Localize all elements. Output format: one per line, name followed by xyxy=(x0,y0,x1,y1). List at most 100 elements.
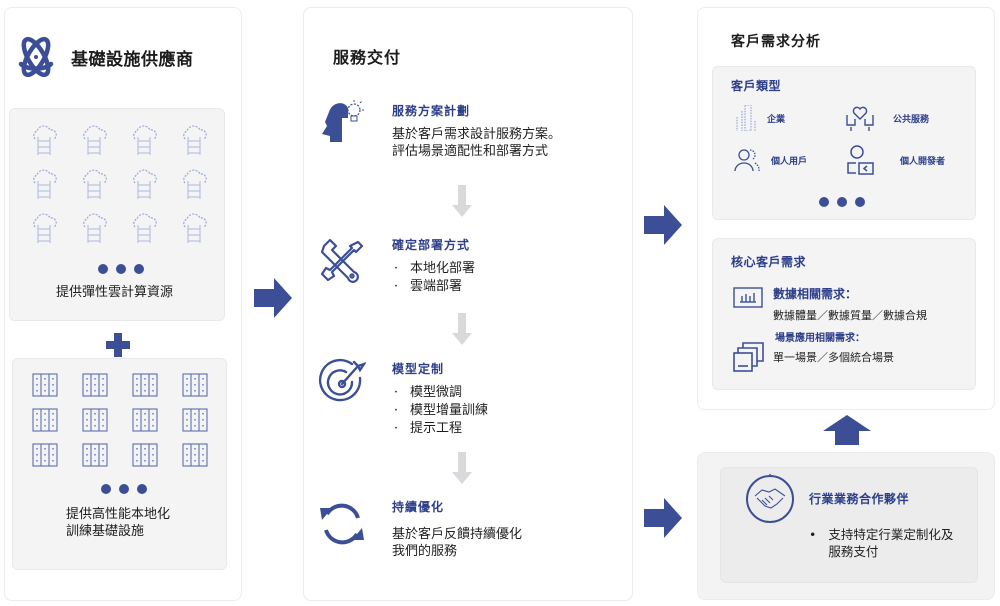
dot xyxy=(119,484,129,494)
core-needs-box: 核心客戶需求 數據相關需求： 數據體量／數據質量／數據合規 場景應用相關需求： … xyxy=(712,238,976,390)
dot xyxy=(134,264,144,274)
hands-heart-icon xyxy=(846,106,874,131)
grid-icon-cell xyxy=(31,373,59,397)
cloud-caption: 提供彈性雲計算資源 xyxy=(56,285,174,300)
arrow-right-icon xyxy=(254,278,292,318)
grid-icon-cell xyxy=(180,125,208,157)
cloud-server-icon xyxy=(183,169,207,199)
partner-body-text: 支持特定行業定制化及 服務支付 xyxy=(828,526,953,560)
users-icon xyxy=(734,149,760,172)
grid-icon-cell xyxy=(81,373,109,397)
step-body: 基於客戶反饋持續優化 我們的服務 xyxy=(392,526,522,560)
server-rack-icon xyxy=(82,373,108,397)
cloud-server-icon xyxy=(133,125,157,155)
developer-icon xyxy=(847,145,874,175)
grid-icon-cell xyxy=(130,213,158,245)
stacked-windows-icon xyxy=(733,342,764,372)
step-line: 評估場景適配性和部署方式 xyxy=(392,144,549,159)
dot xyxy=(98,264,108,274)
grid-icon-cell xyxy=(31,408,59,432)
dot xyxy=(101,484,111,494)
grid-icon-cell xyxy=(180,213,208,245)
cloud-server-icon xyxy=(83,169,107,199)
bullet-marker: · xyxy=(393,261,399,276)
bar-chart-icon xyxy=(733,287,763,308)
grid-icon-cell xyxy=(131,408,159,432)
grid-icon-cell xyxy=(180,169,208,201)
service-delivery-panel: 服務交付 服務方案計劃 基於客戶需求設計服務方案。 評估場景適配性和部署方式 xyxy=(303,7,633,601)
grid-icon-cell xyxy=(81,408,109,432)
buildings-icon xyxy=(736,105,756,131)
wrench-screwdriver-icon xyxy=(320,238,364,283)
server-rack-icon xyxy=(82,408,108,432)
bullet-item: ·本地化部署 xyxy=(392,260,475,278)
server-rack-icon xyxy=(32,443,58,467)
server-rack-icon xyxy=(82,443,108,467)
bullet-marker: · xyxy=(393,421,399,436)
customer-type-individual-developer: 個人開發者 xyxy=(846,145,945,175)
dot xyxy=(837,197,847,207)
cloud-server-icon xyxy=(83,125,107,155)
step-line: 基於客戶需求設計服務方案。 xyxy=(392,127,562,142)
provider-title: 基礎設施供應商 xyxy=(71,49,194,70)
infrastructure-provider-panel: 基礎設施供應商 提供彈性雲計算資源 提供高性能本地化 訓練基礎設施 xyxy=(4,7,242,601)
step-body: 基於客戶需求設計服務方案。 評估場景適配性和部署方式 xyxy=(392,126,561,160)
server-rack-icon xyxy=(182,408,208,432)
bullet-marker: · xyxy=(393,403,399,418)
need-title: 場景應用相關需求： xyxy=(775,333,865,344)
cloud-server-icon xyxy=(133,169,157,199)
customer-needs-panel: 客戶需求分析 客戶類型 企業 xyxy=(697,7,995,410)
dot xyxy=(137,484,147,494)
step-deployment: 確定部署方式 ·本地化部署 ·雲端部署 xyxy=(318,232,628,302)
customer-types-box: 客戶類型 企業 xyxy=(712,66,976,220)
dot xyxy=(819,197,829,207)
partner-body: • 支持特定行業定制化及 服務支付 xyxy=(809,526,953,560)
customer-type-label: 個人開發者 xyxy=(900,156,946,167)
grid-icon-cell xyxy=(131,443,159,467)
step-continuous-optimization: 持續優化 基於客戶反饋持續優化 我們的服務 xyxy=(318,494,628,564)
bullet-item: ·雲端部署 xyxy=(392,278,475,296)
bullet-marker: · xyxy=(393,385,399,400)
server-rack-icon xyxy=(132,408,158,432)
server-rack-icon xyxy=(182,373,208,397)
step-title: 確定部署方式 xyxy=(392,238,471,252)
need-body: 數據體量／數據質量／數據合規 xyxy=(773,309,927,322)
server-caption-line: 訓練基礎設施 xyxy=(66,524,145,539)
grid-icon-cell xyxy=(131,373,159,397)
brand-header: 基礎設施供應商 xyxy=(13,34,194,80)
server-rack-icon xyxy=(132,443,158,467)
grid-icon-cell xyxy=(130,125,158,157)
need-body: 單一場景／多個統合場景 xyxy=(773,351,894,364)
bullet-marker: • xyxy=(809,527,817,542)
cloud-server-icon xyxy=(33,169,57,199)
handshake-icon xyxy=(746,474,794,523)
target-arrow-icon xyxy=(318,358,366,402)
service-delivery-title: 服務交付 xyxy=(333,48,402,67)
grid-icon-cell xyxy=(130,169,158,201)
step-bullets: ·模型微調 ·模型增量訓練 ·提示工程 xyxy=(392,384,488,438)
grid-icon-cell xyxy=(80,213,108,245)
arrow-down-icon xyxy=(452,313,472,345)
customer-types-title: 客戶類型 xyxy=(731,79,782,93)
bullet-item: ·模型增量訓練 xyxy=(392,402,488,420)
arrow-right-icon xyxy=(644,205,682,245)
step-title: 持續優化 xyxy=(392,500,445,514)
atom-icon xyxy=(18,36,54,78)
server-rack-icon xyxy=(32,408,58,432)
grid-icon-cell xyxy=(181,408,209,432)
customer-needs-title: 客戶需求分析 xyxy=(731,34,821,50)
head-lightbulb-icon xyxy=(322,100,364,142)
cloud-server-icon xyxy=(183,125,207,155)
grid-icon-cell xyxy=(30,125,58,157)
step-model-customization: 模型定制 ·模型微調 ·模型增量訓練 ·提示工程 xyxy=(318,354,628,444)
customer-type-individual-user: 個人用戶 xyxy=(733,147,807,173)
bullet-marker: · xyxy=(393,279,399,294)
cloud-icon-grid xyxy=(30,125,230,245)
customer-type-label: 個人用戶 xyxy=(771,156,808,167)
step-line: 我們的服務 xyxy=(392,544,458,559)
server-caption: 提供高性能本地化 訓練基礎設施 xyxy=(66,506,170,540)
cloud-server-icon xyxy=(183,213,207,243)
more-dots xyxy=(98,264,144,274)
customer-type-public-service: 公共服務 xyxy=(845,105,929,131)
industry-partner-box: 行業業務合作夥伴 • 支持特定行業定制化及 服務支付 xyxy=(720,467,978,583)
